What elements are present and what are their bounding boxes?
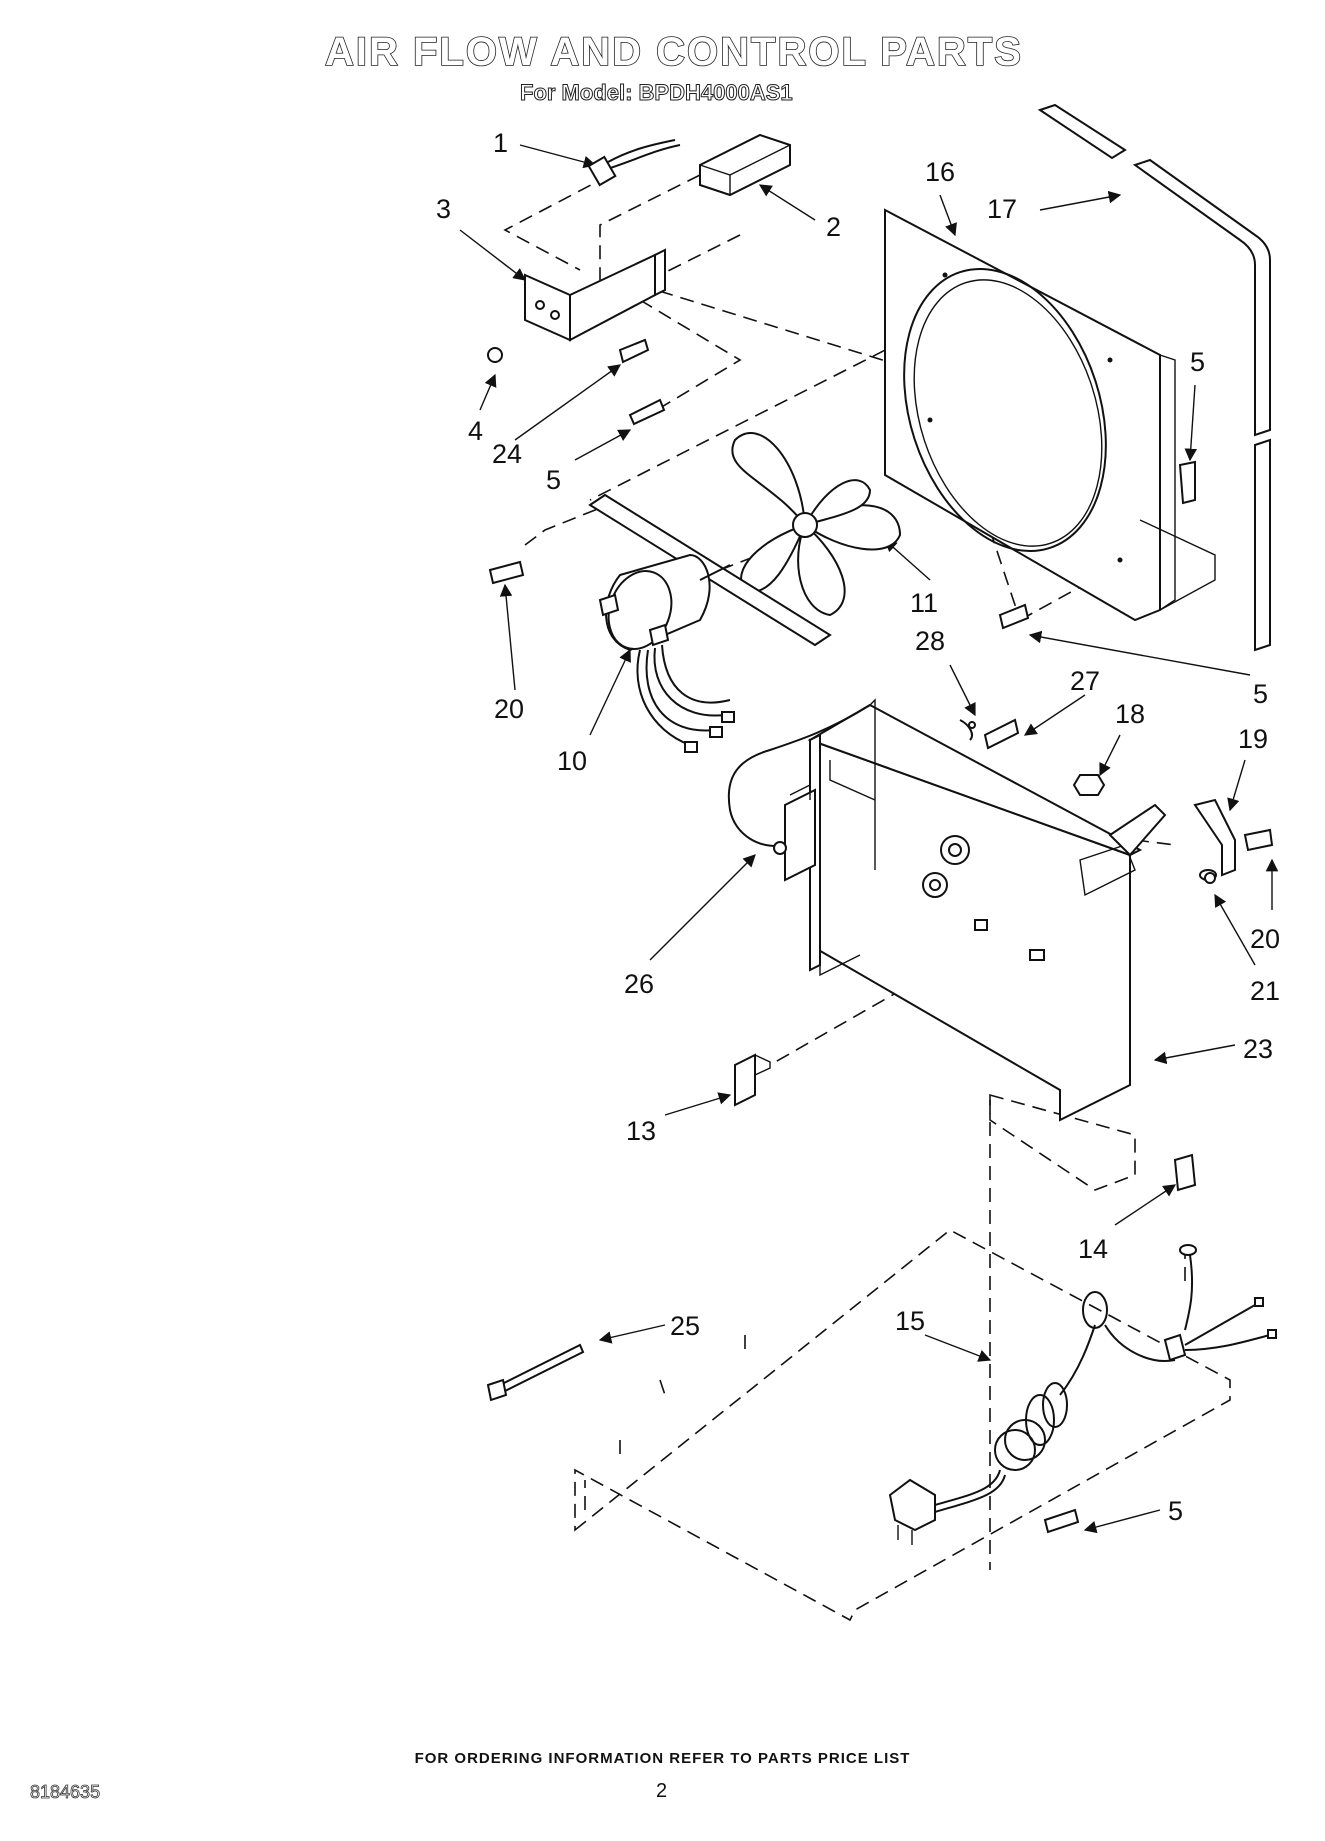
callout-1: 1 [493, 128, 508, 158]
leader-lines [459, 144, 1279, 1534]
part-15-power-cord [888, 1254, 1277, 1545]
callout-20: 20 [494, 694, 524, 724]
callout-20: 20 [1250, 924, 1280, 954]
part-25-cable-tie [486, 1343, 585, 1402]
assembly-lines [503, 174, 1231, 1622]
part-11-fan-blade [731, 432, 902, 617]
callout-3: 3 [436, 194, 451, 224]
part-1-sensor [587, 139, 681, 187]
callout-14: 14 [1078, 1234, 1108, 1264]
callout-24: 24 [492, 439, 522, 469]
callout-11: 11 [910, 588, 938, 618]
callout-5: 5 [1253, 679, 1268, 709]
callout-25: 25 [670, 1311, 700, 1341]
part-3-bracket [524, 248, 666, 342]
callout-5: 5 [546, 465, 561, 495]
callout-5: 5 [1190, 347, 1205, 377]
callout-labels: 1 2 3 16 17 5 4 24 5 11 20 10 28 5 27 18… [436, 128, 1280, 1526]
part-2-switch [699, 133, 791, 197]
page-number: 2 [656, 1780, 668, 1802]
callout-5: 5 [1168, 1496, 1183, 1526]
callout-18: 18 [1115, 699, 1145, 729]
diagram-title: AIR FLOW AND CONTROL PARTS [324, 29, 1023, 75]
ordering-note: FOR ORDERING INFORMATION REFER TO PARTS … [414, 1750, 911, 1767]
callout-28: 28 [915, 626, 945, 656]
part-26-humidistat [727, 704, 871, 882]
callout-17: 17 [987, 194, 1017, 224]
callout-13: 13 [626, 1116, 656, 1146]
part-28-clip [959, 719, 976, 741]
callout-4: 4 [468, 416, 483, 446]
part-10-fan-motor [588, 493, 832, 753]
part-17-insulation-strips [1037, 103, 1271, 652]
callout-26: 26 [624, 969, 654, 999]
callout-16: 16 [925, 157, 955, 187]
callout-2: 2 [826, 212, 841, 242]
callout-19: 19 [1238, 724, 1268, 754]
part-13-switch [734, 1053, 771, 1107]
fasteners [487, 338, 1274, 1534]
callout-27: 27 [1070, 666, 1100, 696]
part-19-lever [1193, 798, 1236, 884]
callout-15: 15 [895, 1306, 925, 1336]
callout-21: 21 [1250, 976, 1280, 1006]
part-16-fan-shroud [884, 208, 1216, 622]
part-23-control-housing [807, 698, 1167, 1122]
part-14-ground-screw [1179, 1244, 1197, 1256]
model-subtitle: For Model: BPDH4000AS1 [520, 80, 794, 106]
callout-10: 10 [557, 746, 587, 776]
document-number: 8184635 [30, 1782, 101, 1803]
callout-23: 23 [1243, 1034, 1273, 1064]
